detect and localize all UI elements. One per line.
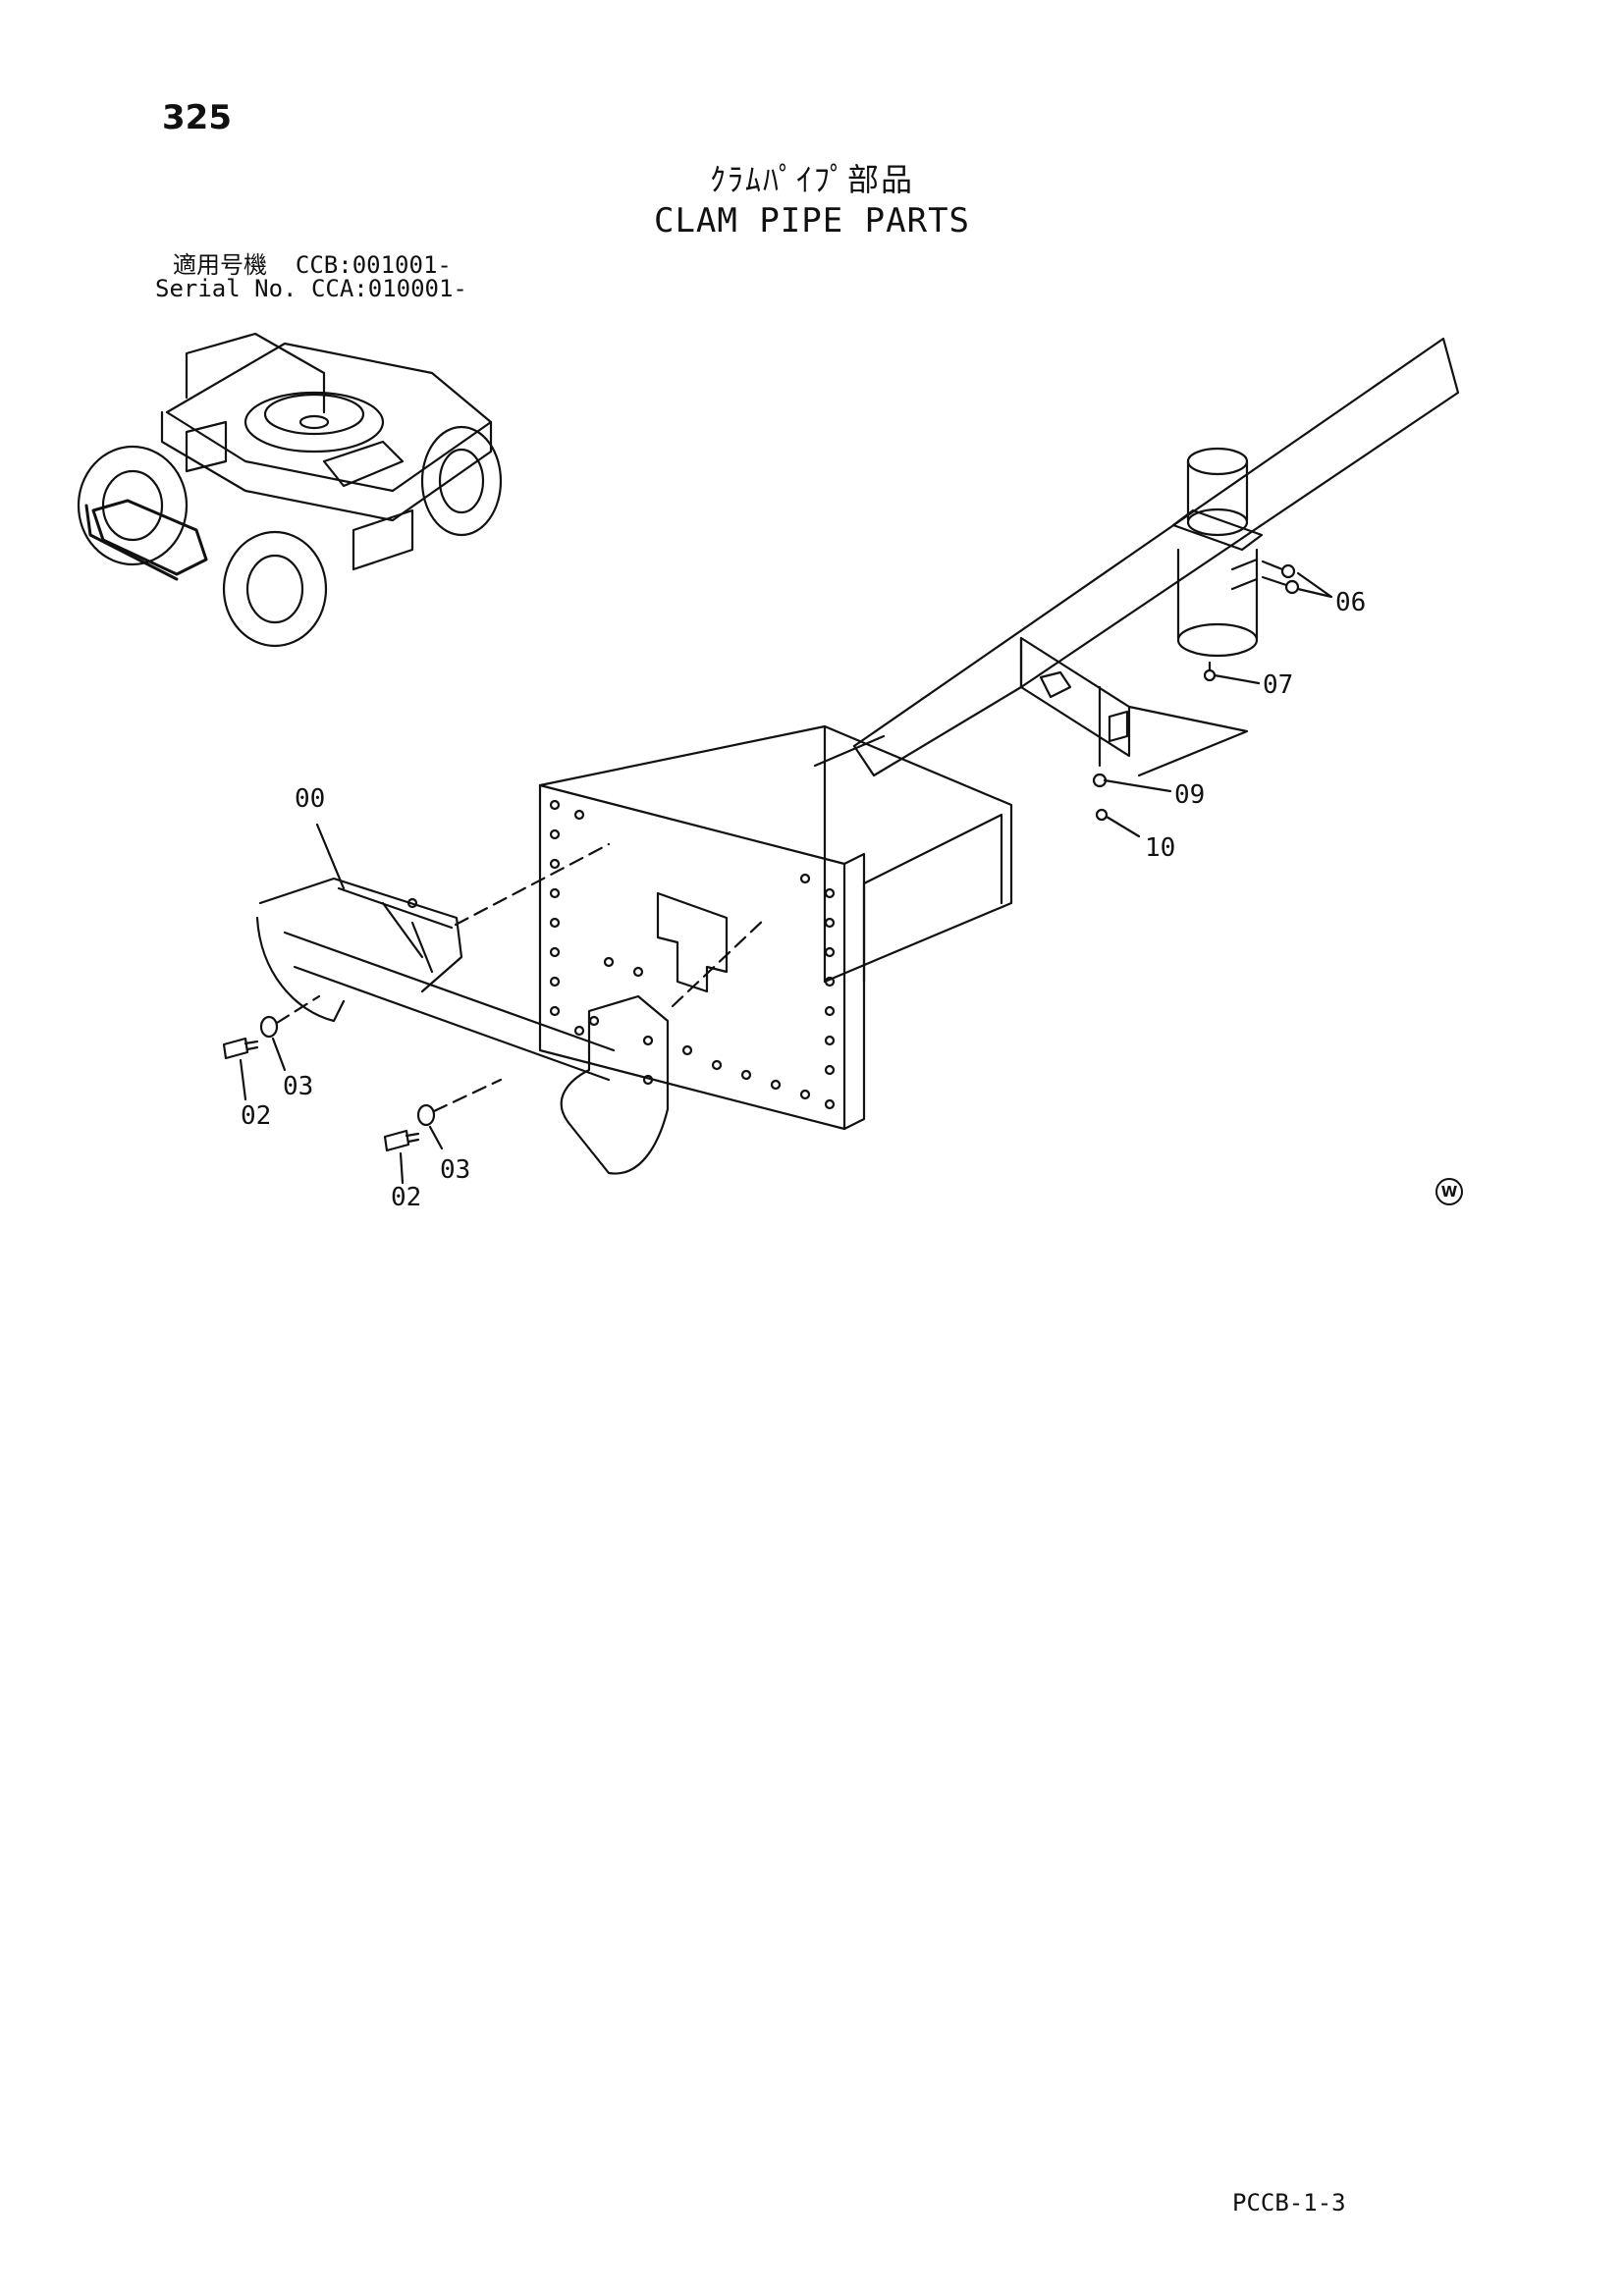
swivel-joint: [1171, 447, 1333, 685]
serial-number: Serial No. CCA:010001-: [155, 275, 467, 302]
title-english: CLAM PIPE PARTS: [653, 201, 971, 240]
flange-plate: [538, 783, 866, 1131]
page-number: 325: [162, 98, 232, 137]
footer-code: PCCB-1-3: [1232, 2189, 1346, 2216]
callout-02: 02: [391, 1183, 421, 1212]
callout-07: 07: [1263, 670, 1293, 700]
leader-lines: [239, 823, 444, 1185]
assembly-lines: [275, 842, 768, 1113]
title-japanese: ｸﾗﾑﾊﾟｲﾌﾟ部品: [709, 161, 914, 198]
callout-03: 03: [440, 1155, 470, 1185]
adapter-box: [538, 724, 1013, 984]
applicable-models: 適用号機 CCB:001001-: [173, 251, 452, 279]
callout-00: 00: [295, 784, 325, 814]
callout-03: 03: [283, 1072, 313, 1101]
boom-bracket: [1019, 636, 1249, 838]
w-mark: W: [1435, 1178, 1463, 1205]
callout-02: 02: [241, 1101, 271, 1131]
fasteners: [222, 1015, 436, 1152]
boom-plate: [852, 337, 1460, 777]
callout-06: 06: [1335, 588, 1366, 617]
callout-10: 10: [1145, 833, 1175, 863]
callout-09: 09: [1174, 780, 1205, 810]
dolly-thumbnail: [77, 332, 503, 648]
clam-pipe: [255, 877, 670, 1175]
